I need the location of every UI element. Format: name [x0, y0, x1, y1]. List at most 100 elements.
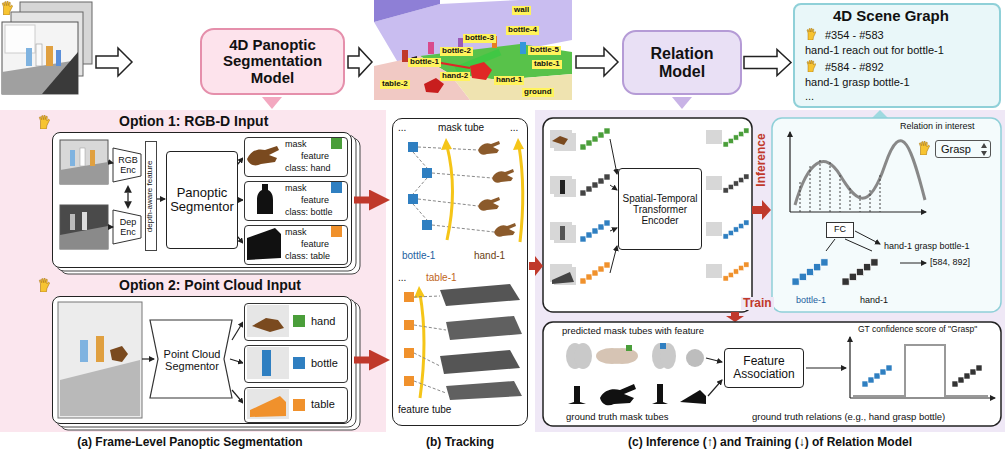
encoder-panel	[610, 228, 617, 231]
panel-caption: (a) Frame-Level Panoptic Segmentation	[77, 436, 302, 449]
train-panel	[600, 384, 636, 405]
encoder-panel	[580, 262, 610, 284]
inference-panel	[842, 259, 878, 285]
output-card: table	[244, 387, 348, 423]
annotation: [584, 892]	[930, 258, 970, 268]
train-panel	[686, 349, 704, 367]
encoder-panel	[543, 118, 752, 312]
inference-panel	[981, 143, 987, 148]
node-text: Option 1: RGB-D Input	[119, 114, 268, 129]
node-text: mask	[285, 184, 307, 194]
ellipsis: ...	[398, 122, 406, 133]
tracking-illustration	[513, 138, 524, 150]
point-cloud-image	[58, 302, 142, 418]
node-text: table	[311, 398, 335, 410]
inference-panel	[772, 118, 1001, 312]
segmentor-shape	[150, 320, 232, 398]
text-holder: Dep Enc	[114, 211, 142, 245]
train-panel	[626, 345, 632, 351]
card-stack	[39, 115, 49, 129]
inference-panel	[840, 175, 841, 212]
panel-ground	[535, 110, 1005, 432]
point-cloud-image	[80, 340, 88, 362]
encoder-panel	[560, 180, 565, 194]
tracking-illustration	[404, 292, 414, 302]
scene-graph-ground	[807, 60, 816, 72]
node-text: Panoptic Segmentor	[169, 186, 235, 215]
encoder-panel	[560, 226, 565, 240]
dropdown-box: Grasp	[935, 140, 991, 158]
encoder-panel	[706, 264, 722, 278]
data-arrow	[157, 198, 165, 199]
encoder-block: Dep Enc	[114, 211, 142, 245]
output-card	[293, 357, 305, 369]
object-tag: hand-2	[440, 72, 470, 81]
track-label: bottle-1	[402, 250, 435, 261]
inference-panel	[800, 182, 801, 212]
panel-ground	[0, 110, 1005, 432]
panel-ground	[0, 110, 386, 432]
card-stack	[39, 278, 49, 292]
object-tag: bottle-2	[440, 47, 473, 56]
inference-panel	[830, 162, 831, 212]
node-text: FC	[834, 225, 846, 235]
flow-arrow	[348, 48, 372, 76]
video-frames	[46, 46, 53, 66]
mask-silhouette	[257, 184, 273, 214]
association-box: Feature Association	[724, 348, 804, 388]
train-panel	[706, 337, 995, 398]
node-subtext: feature	[301, 196, 329, 206]
video-frames	[2, 1, 12, 15]
node-subtext: hand-1 grasp bottle-1	[805, 76, 910, 88]
fc-box: FC	[826, 222, 854, 238]
text-holder: Relation Model	[624, 32, 740, 93]
train-panel	[543, 322, 1001, 426]
train-panel	[850, 397, 995, 398]
point-cloud-image	[110, 346, 128, 362]
point-cloud-image	[96, 336, 104, 362]
tracking-illustration	[519, 146, 523, 242]
tracking-illustration	[422, 168, 432, 178]
object-tag: bottle-4	[506, 26, 539, 35]
output-card: maskfeatureclass: hand	[244, 137, 348, 177]
train-panel	[853, 345, 988, 396]
annotation: hand-1 grasp bottle-1	[884, 242, 970, 252]
tracking-illustration	[440, 284, 520, 306]
data-arrow	[108, 226, 113, 227]
tracking-illustration	[432, 173, 492, 178]
inference-panel	[820, 160, 821, 212]
encoder-panel	[580, 174, 610, 196]
text-holder: FC	[827, 223, 853, 237]
annotation: predicted mask tubes with feature	[562, 326, 704, 336]
train-panel	[862, 365, 892, 387]
connector	[744, 50, 791, 76]
red-arrow	[726, 312, 744, 322]
tracking-illustration	[414, 381, 446, 393]
inference-panel	[826, 239, 835, 251]
output-card	[243, 180, 347, 220]
node-subtext: #584 - #892	[825, 61, 884, 73]
tracking-illustration	[420, 294, 424, 398]
card-stack	[39, 115, 360, 274]
output-card	[243, 224, 347, 264]
output-card	[262, 350, 271, 376]
node-subtext: class: table	[285, 252, 330, 262]
model-box: Relation Model	[622, 30, 742, 95]
output-card	[293, 315, 305, 327]
node-text: depth-aware feature	[147, 160, 156, 232]
node-text: bottle	[311, 357, 338, 369]
text-holder: Spatial-Temporal Transformer Encoder	[619, 169, 701, 249]
node-text: Grasp	[941, 143, 971, 155]
point-cloud-scene	[428, 42, 434, 54]
encoder-panel	[552, 136, 568, 145]
red-arrow	[529, 256, 543, 276]
data-arrow	[142, 322, 243, 403]
train-panel	[606, 348, 638, 364]
output-card	[247, 305, 289, 337]
video-frames	[2, 1, 92, 94]
node-subtext: ...	[805, 90, 814, 102]
feature-square	[331, 138, 342, 237]
input-option-card: Option 1: RGB-D InputRGB EncDep Encdepth…	[52, 132, 352, 268]
encoder-panel	[706, 222, 722, 236]
rgb-image	[80, 148, 85, 166]
